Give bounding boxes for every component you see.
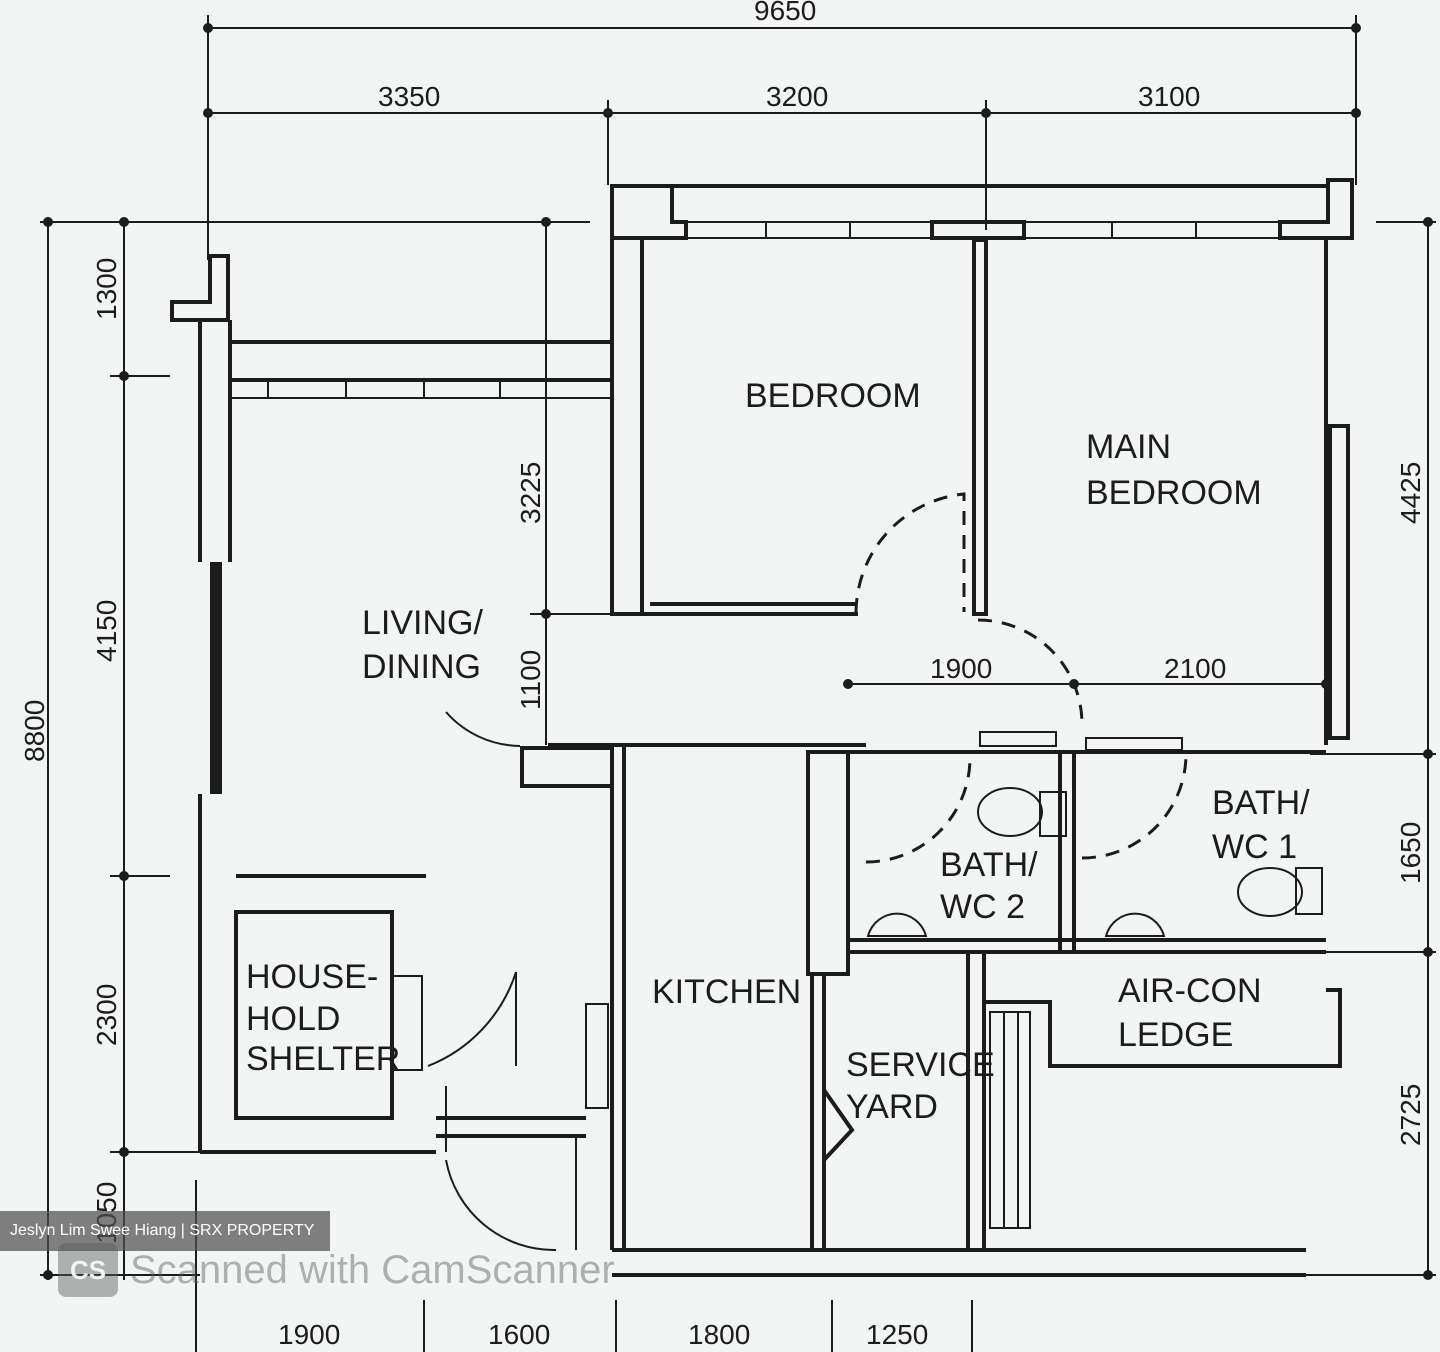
dim-left-1: 1300 bbox=[91, 258, 122, 320]
bath-wc1-label-line1: BATH/ bbox=[1212, 784, 1310, 822]
main-bedroom-label-line2: BEDROOM bbox=[1086, 474, 1262, 512]
room-labels: BEDROOM MAIN BEDROOM LIVING/ DINING BATH… bbox=[246, 377, 1310, 1126]
household-shelter-label-line1: HOUSE- bbox=[246, 958, 378, 996]
kitchen-label: KITCHEN bbox=[652, 973, 801, 1011]
dim-inner-1: 1900 bbox=[930, 653, 992, 684]
camscanner-logo-icon: CS bbox=[58, 1243, 118, 1297]
bedroom-label: BEDROOM bbox=[745, 377, 921, 415]
walls bbox=[170, 178, 1354, 1277]
bath-wc1-label-line2: WC 1 bbox=[1212, 828, 1297, 866]
dim-bottom-2: 1600 bbox=[488, 1319, 550, 1350]
dim-left-2: 4150 bbox=[91, 600, 122, 662]
aircon-ledge-label-line1: AIR-CON bbox=[1118, 972, 1262, 1010]
dimension-labels: 9650 3350 3200 3100 1900 2100 8800 1300 … bbox=[19, 0, 1426, 1350]
dim-mid-1: 3225 bbox=[515, 462, 546, 524]
dim-right-1: 4425 bbox=[1395, 462, 1426, 524]
dim-top-2: 3200 bbox=[766, 81, 828, 112]
dim-right-2: 1650 bbox=[1395, 822, 1426, 884]
service-yard-label-line2: YARD bbox=[846, 1088, 938, 1126]
service-yard-label-line1: SERVICE bbox=[846, 1046, 995, 1084]
bath-wc2-label-line1: BATH/ bbox=[940, 846, 1038, 884]
dim-top-1: 3350 bbox=[378, 81, 440, 112]
dim-mid-2: 1100 bbox=[515, 650, 546, 710]
dim-left-total: 8800 bbox=[19, 700, 50, 762]
dim-top-3: 3100 bbox=[1138, 81, 1200, 112]
dimension-lines bbox=[40, 15, 1436, 1352]
aircon-ledge-label-line2: LEDGE bbox=[1118, 1016, 1233, 1054]
dim-bottom-4: 1250 bbox=[866, 1319, 928, 1350]
dim-right-3: 2725 bbox=[1395, 1084, 1426, 1146]
dim-top-total: 9650 bbox=[754, 0, 816, 26]
dim-left-3: 2300 bbox=[91, 984, 122, 1046]
bath-wc2-label-line2: WC 2 bbox=[940, 888, 1025, 926]
main-bedroom-label-line1: MAIN bbox=[1086, 428, 1171, 466]
dim-bottom-1: 1900 bbox=[278, 1319, 340, 1350]
agent-credit-label: Jeslyn Lim Swee Hiang | SRX PROPERTY bbox=[0, 1211, 330, 1251]
household-shelter-label-line2: HOLD bbox=[246, 1000, 340, 1038]
household-shelter-label-line3: SHELTER bbox=[246, 1040, 400, 1078]
dim-inner-2: 2100 bbox=[1164, 653, 1226, 684]
door-swings bbox=[427, 492, 1188, 1252]
living-dining-label-line2: DINING bbox=[362, 648, 481, 686]
living-dining-label-line1: LIVING/ bbox=[362, 604, 483, 642]
scanner-watermark-text: Scanned with CamScanner bbox=[130, 1247, 615, 1292]
scanner-watermark: CS Scanned with CamScanner bbox=[58, 1240, 615, 1300]
dim-bottom-3: 1800 bbox=[688, 1319, 750, 1350]
